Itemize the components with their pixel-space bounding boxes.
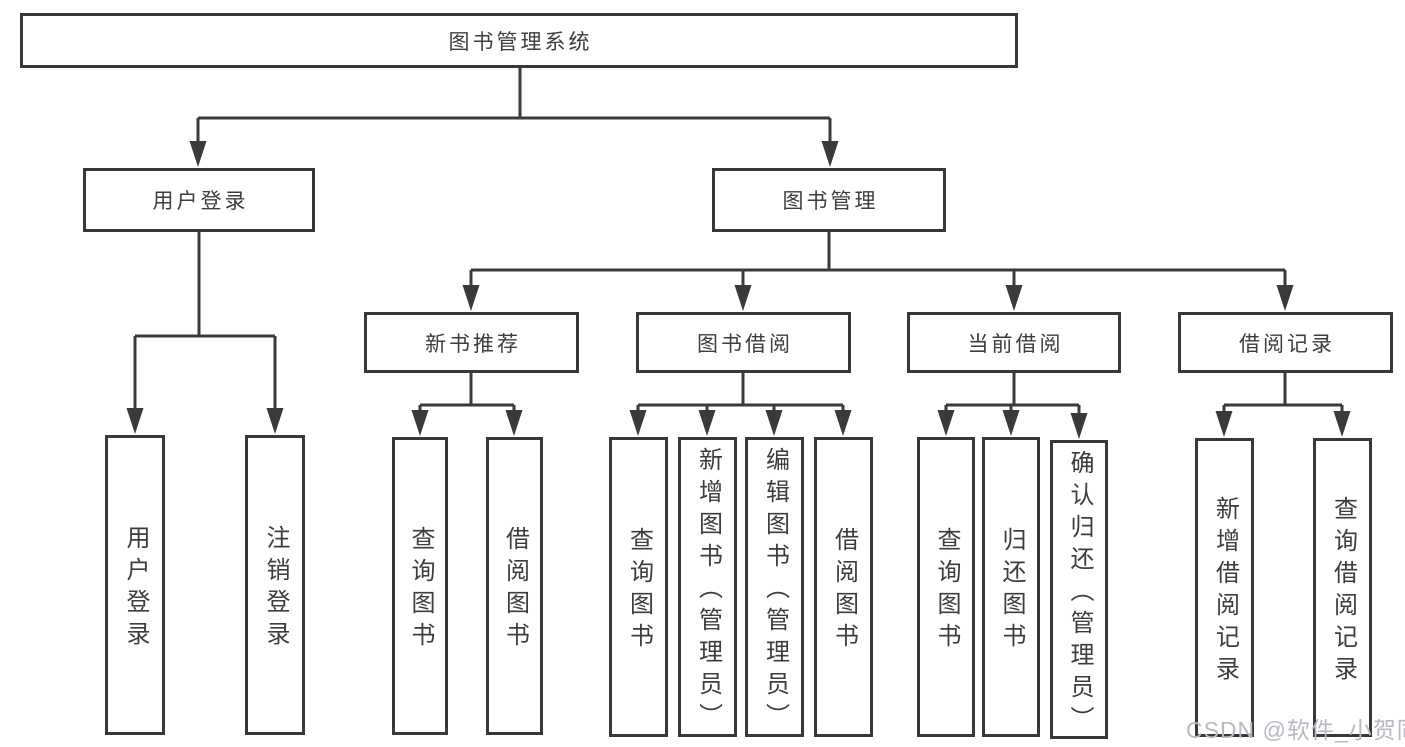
node-new-book-recommend-label: 新书推荐 [425, 332, 521, 356]
leaf-logout: 注销登录 [245, 435, 305, 735]
leaf-current-query-books: 查询图书 [917, 437, 975, 737]
node-borrow-records-label: 借阅记录 [1239, 332, 1335, 356]
leaf-borrow-query-books-label: 查询图书 [625, 527, 653, 655]
node-new-book-recommend: 新书推荐 [364, 312, 579, 373]
node-current-borrow: 当前借阅 [907, 312, 1121, 373]
node-book-management: 图书管理 [712, 168, 946, 232]
node-current-borrow-label: 当前借阅 [967, 332, 1064, 356]
leaf-rec-query-books: 查询图书 [392, 437, 448, 735]
node-root-label: 图书管理系统 [448, 30, 593, 54]
leaf-borrow-borrow-books-label: 借阅图书 [830, 527, 858, 655]
leaf-borrow-add-books-admin-label: 新增图书（管理员） [694, 447, 722, 735]
node-book-borrow-label: 图书借阅 [697, 332, 793, 356]
leaf-current-return-books: 归还图书 [982, 437, 1040, 737]
leaf-logout-label: 注销登录 [262, 525, 289, 653]
leaf-current-query-books-label: 查询图书 [933, 527, 960, 655]
watermark: CSDN @软件_小贺同学 [1186, 711, 1405, 745]
leaf-current-confirm-return-admin: 确认归还（管理员） [1050, 440, 1108, 739]
leaf-rec-borrow-books-label: 借阅图书 [501, 526, 529, 654]
leaf-records-query-record: 查询借阅记录 [1313, 438, 1372, 737]
node-borrow-records: 借阅记录 [1178, 312, 1393, 373]
leaf-rec-query-books-label: 查询图书 [407, 526, 434, 654]
leaf-current-confirm-return-admin-label: 确认归还（管理员） [1066, 449, 1093, 738]
node-user-login: 用户登录 [83, 168, 315, 232]
leaf-borrow-borrow-books: 借阅图书 [814, 437, 873, 737]
node-user-login-label: 用户登录 [152, 190, 249, 213]
leaf-user-login-label: 用户登录 [122, 525, 149, 653]
node-root: 图书管理系统 [20, 13, 1018, 68]
leaf-borrow-add-books-admin: 新增图书（管理员） [678, 437, 737, 737]
leaf-borrow-edit-books-admin-label: 编辑图书（管理员） [761, 447, 789, 735]
leaf-current-return-books-label: 归还图书 [998, 527, 1025, 655]
leaf-records-add-record: 新增借阅记录 [1195, 438, 1254, 737]
leaf-rec-borrow-books: 借阅图书 [486, 437, 543, 735]
node-book-borrow: 图书借阅 [636, 312, 851, 373]
arrowhead-icons [126, 141, 1351, 439]
leaf-borrow-query-books: 查询图书 [609, 437, 668, 737]
leaf-user-login: 用户登录 [105, 435, 165, 735]
watermark-text: CSDN @软件_小贺同 [1186, 717, 1405, 743]
leaf-records-query-record-label: 查询借阅记录 [1329, 495, 1357, 688]
node-book-management-label: 图书管理 [782, 190, 879, 213]
leaf-records-add-record-label: 新增借阅记录 [1211, 495, 1239, 688]
leaf-borrow-edit-books-admin: 编辑图书（管理员） [745, 437, 804, 737]
